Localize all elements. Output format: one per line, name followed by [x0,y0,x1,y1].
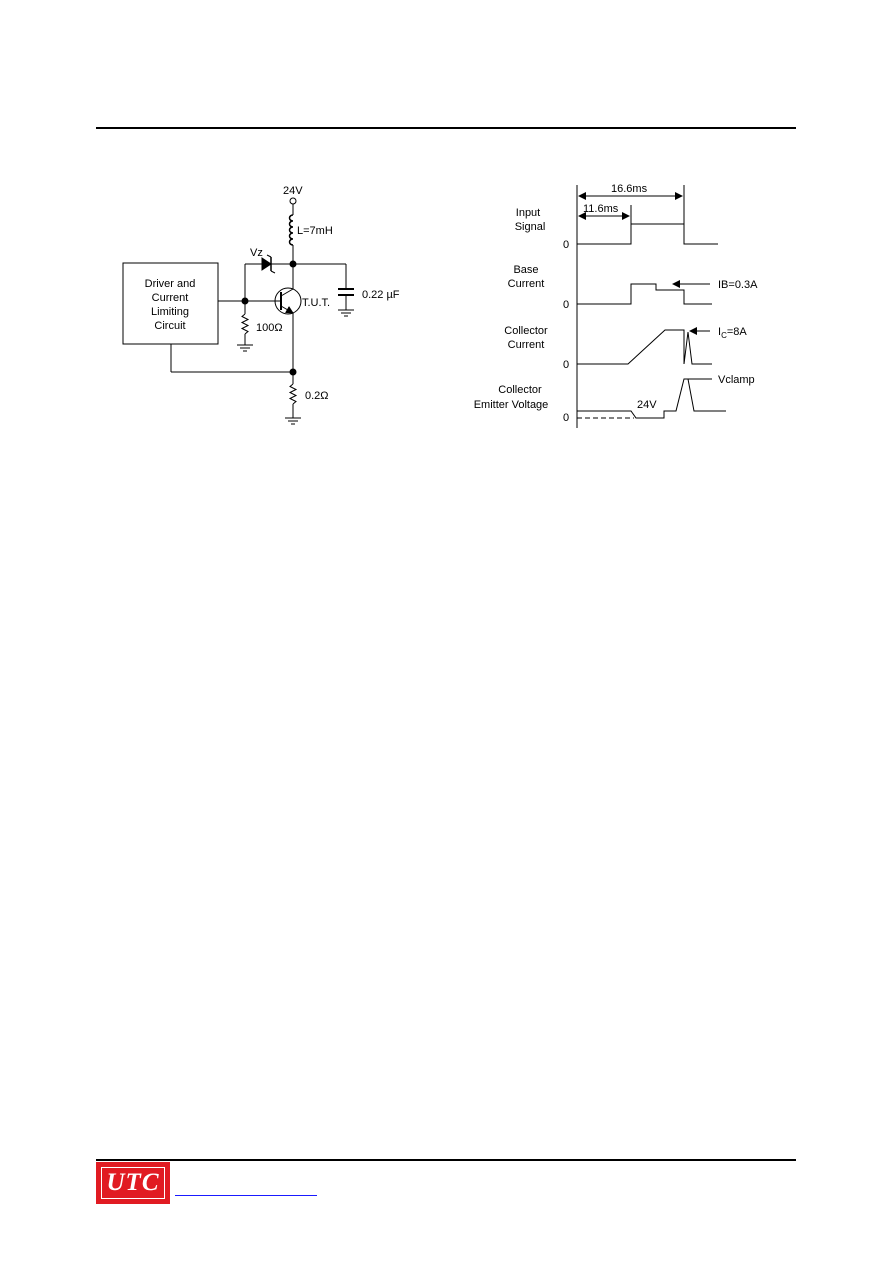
supply-label: 24V [283,185,303,197]
inductor-label: L=7mH [297,225,333,237]
collector-current-value: IC=8A [718,326,747,340]
ic-main: I [718,326,721,338]
utc-logo: UTC [96,1162,170,1204]
vce-label: Emitter Voltage [474,399,549,411]
capacitor-symbol [338,288,354,296]
utc-logo-text: UTC [106,1169,160,1196]
input-signal-waveform [577,223,718,245]
ground-symbol [237,344,253,352]
footer-rule [96,1159,796,1161]
collector-current-waveform [577,329,712,365]
circuit-labels: 24V L=7mH Vz 0.22 µF Driver and Current … [145,185,400,402]
input-signal-label: Input [516,207,540,219]
capacitor-label: 0.22 µF [362,289,400,301]
input-signal-label: Signal [515,221,546,233]
ic-subscript: C [721,331,727,340]
header-rule [96,127,796,129]
utc-logo-frame: UTC [101,1167,165,1199]
zero-label: 0 [563,299,569,311]
vclamp-label: Vclamp [718,374,755,386]
base-current-value: IB=0.3A [718,279,758,291]
vce-label: Collector [498,384,542,396]
zero-label: 0 [563,359,569,371]
inductor-symbol [288,214,294,246]
website-link[interactable] [175,1195,317,1196]
base-resistor-symbol [240,313,250,335]
transistor-label: T.U.T. [302,297,330,309]
base-current-waveform [577,283,712,305]
on-time-label: 11.6ms [583,203,619,215]
circuit-diagram [122,197,354,425]
ground-symbol [338,309,354,317]
zener-label: Vz [250,247,263,259]
ic-value: =8A [727,326,748,338]
ground-symbol [285,417,301,425]
base-current-label: Current [508,278,545,290]
period-label: 16.6ms [611,183,648,195]
transistor-symbol [274,264,302,372]
driver-box-label: Driver and [145,278,196,290]
zero-label: 0 [563,412,569,424]
driver-box-label: Current [152,292,189,304]
supply-terminal [289,197,297,205]
emitter-resistor-symbol [288,383,298,405]
emitter-resistor-label: 0.2Ω [305,390,329,402]
zero-label: 0 [563,239,569,251]
driver-box-label: Limiting [151,306,189,318]
base-current-label: Base [513,264,538,276]
waveform-diagram [576,185,726,428]
collector-current-label: Collector [504,325,548,337]
driver-box-label: Circuit [154,320,185,332]
collector-current-label: Current [508,339,545,351]
vce-level-label: 24V [637,399,657,411]
base-resistor-label: 100Ω [256,322,283,334]
vce-waveform [577,378,726,419]
waveform-labels: 16.6ms 11.6ms Input Signal 0 Base Curren… [474,183,758,424]
